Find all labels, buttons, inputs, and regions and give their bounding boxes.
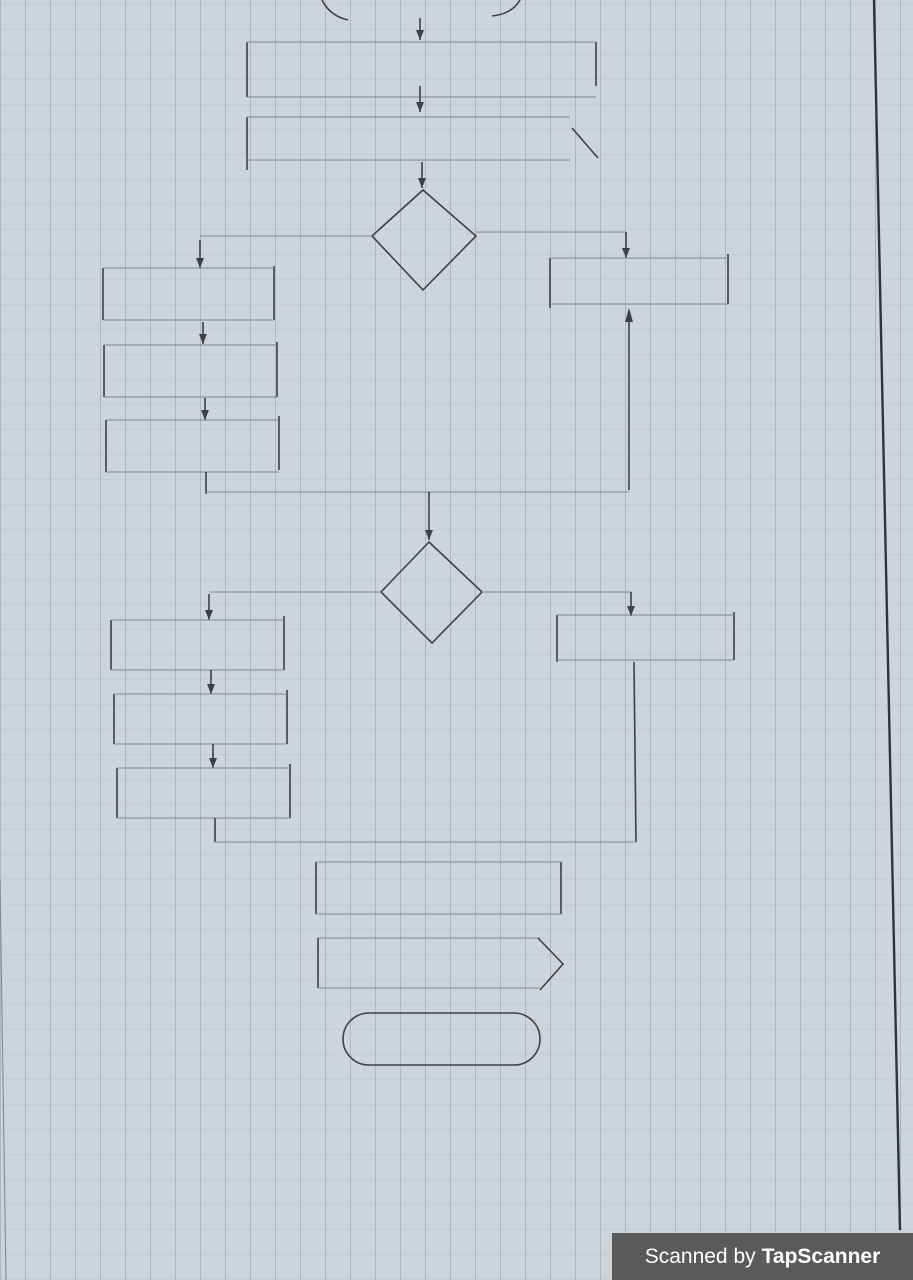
- watermark-brand: TapScanner: [761, 1244, 881, 1268]
- end-terminal: [342, 1012, 541, 1066]
- process-left-6: [116, 764, 291, 819]
- process-right-1: [549, 254, 729, 308]
- io-box-1: [246, 116, 599, 170]
- process-left-4: [110, 616, 285, 671]
- margin-line: [872, 0, 902, 1231]
- scanner-watermark: Scanned by TapScanner: [612, 1233, 913, 1280]
- decision-1: [370, 188, 478, 292]
- process-box-1: [246, 41, 597, 98]
- process-left-3: [105, 416, 280, 473]
- decision-2: [379, 540, 484, 645]
- process-right-2: [556, 612, 735, 662]
- process-left-5: [113, 690, 288, 745]
- start-terminal: [321, 0, 521, 21]
- process-left-1: [102, 266, 275, 321]
- left-edge-line: [0, 879, 7, 1280]
- io-box-2: [317, 937, 565, 991]
- process-bottom: [315, 861, 562, 915]
- watermark-prefix: Scanned by: [644, 1244, 756, 1268]
- process-left-2: [103, 342, 278, 398]
